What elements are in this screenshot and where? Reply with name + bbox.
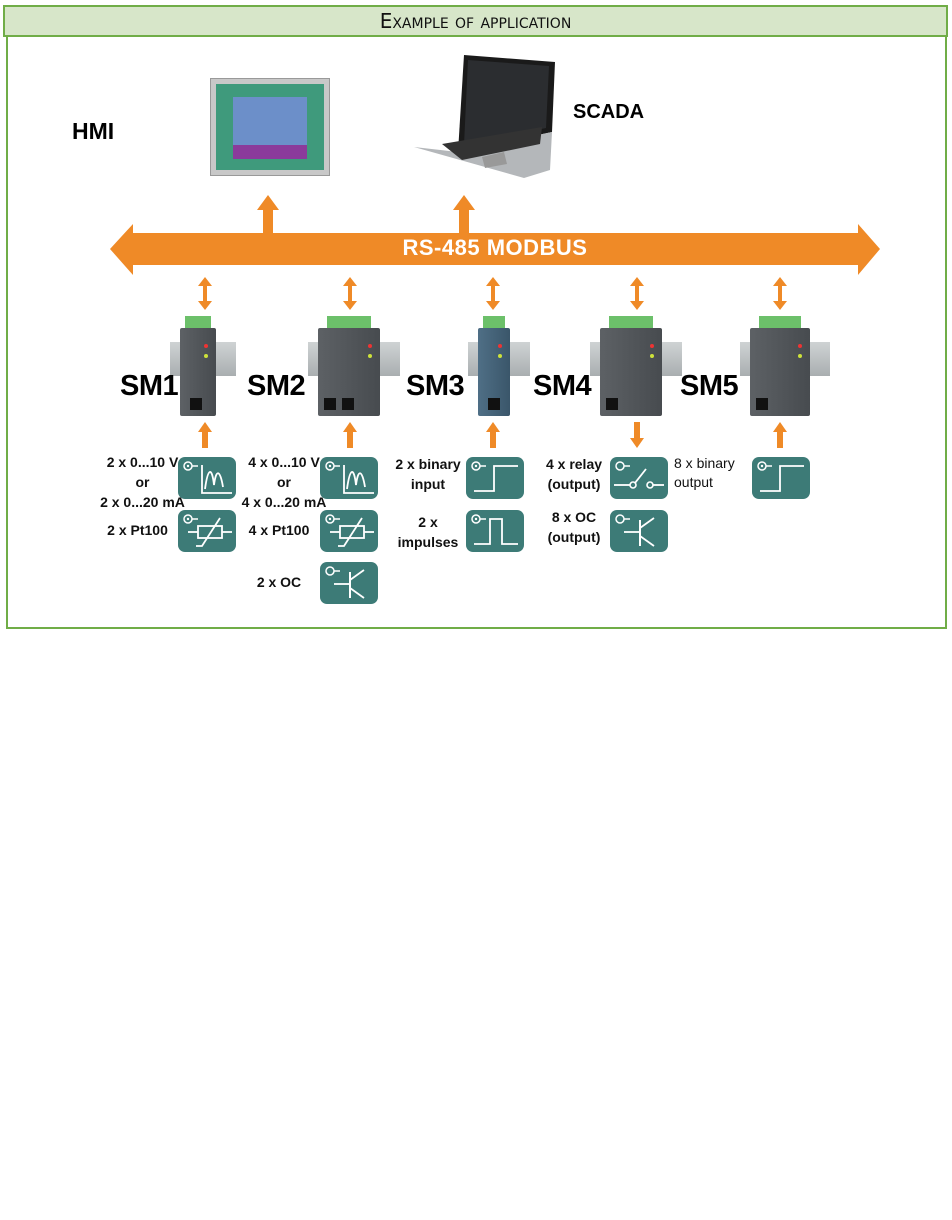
bus-link-arrow-sm2 — [343, 277, 357, 310]
module-name: SM4 — [533, 370, 592, 402]
io-label-line: 4 x Pt100 — [248, 522, 310, 538]
module-name: SM1 — [120, 370, 179, 402]
step-signal-icon — [466, 457, 524, 499]
input-arrow-up — [343, 422, 357, 448]
input-arrow-up — [198, 422, 212, 448]
io-label: 8 x binary output — [674, 454, 754, 492]
io-label: 2 x OC — [236, 572, 322, 592]
io-label-line: input — [410, 476, 446, 492]
io-label: 8 x OC (output) — [536, 507, 612, 547]
laptop-image — [414, 55, 555, 178]
module-name: SM3 — [406, 370, 465, 402]
output-arrow-down — [630, 422, 644, 448]
io-label: 4 x Pt100 — [236, 520, 322, 540]
hmi-up-arrow — [257, 195, 279, 233]
io-label-line: or — [277, 474, 291, 490]
io-label-line: output — [674, 474, 713, 490]
io-label-line: 2 x binary — [395, 456, 461, 472]
io-label: 2 x impulses — [390, 512, 466, 552]
io-label-line: 4 x relay — [545, 456, 603, 472]
bus-link-arrow-sm4 — [630, 277, 644, 310]
diagram-frame — [6, 36, 947, 629]
module-device-sm1 — [180, 316, 216, 416]
io-label-line: (output) — [547, 476, 601, 492]
bus-link-arrow-sm1 — [198, 277, 212, 310]
io-label-line: 8 x binary — [674, 455, 735, 471]
io-label: 2 x Pt100 — [95, 520, 180, 540]
hmi-panel-image — [210, 78, 330, 176]
io-label-line: 2 x Pt100 — [107, 522, 168, 538]
io-label-line: (output) — [547, 529, 601, 545]
io-label: 2 x 0...10 V or 2 x 0...20 mA — [95, 452, 190, 512]
module-device-sm3 — [478, 316, 510, 416]
analog-signal-icon — [320, 457, 378, 499]
io-label: 4 x 0...10 V or 4 x 0...20 mA — [236, 452, 332, 512]
module-device-sm5 — [750, 316, 810, 416]
resistor-icon — [320, 510, 378, 552]
io-label-line: or — [135, 474, 150, 490]
bus-label: RS-485 MODBUS — [402, 235, 588, 260]
io-label-line: 2 x 0...10 V — [106, 454, 179, 470]
module-device-sm2 — [318, 316, 380, 416]
io-label-line: 8 x OC — [551, 509, 597, 525]
pulse-icon — [466, 510, 524, 552]
io-label-line: 4 x 0...10 V — [248, 454, 320, 470]
module-name: SM2 — [247, 370, 306, 402]
input-arrow-up — [773, 422, 787, 448]
io-label: 4 x relay (output) — [536, 454, 612, 494]
hmi-label: HMI — [72, 118, 115, 144]
rs485-bus-arrow — [110, 224, 880, 275]
bus-graphic — [110, 195, 880, 310]
module-device-sm4 — [600, 316, 662, 416]
io-label-line: 2 x 0...20 mA — [100, 494, 185, 510]
io-label-line: 4 x 0...20 mA — [241, 494, 327, 510]
step-signal-icon — [752, 457, 810, 499]
io-label-line: 2 x — [418, 514, 438, 530]
resistor-icon — [178, 510, 236, 552]
analog-signal-icon — [178, 457, 236, 499]
io-label-line: impulses — [397, 534, 459, 550]
bus-link-arrow-sm5 — [773, 277, 787, 310]
bus-link-arrow-sm3 — [486, 277, 500, 310]
io-label-line: 2 x OC — [256, 574, 302, 590]
transistor-icon — [320, 562, 378, 604]
section-header: Example of application — [3, 5, 948, 37]
scada-label: SCADA — [573, 101, 645, 123]
relay-switch-icon — [610, 457, 668, 499]
module-name: SM5 — [680, 370, 739, 402]
input-arrow-up — [486, 422, 500, 448]
scada-up-arrow — [453, 195, 475, 233]
io-label: 2 x binary input — [390, 454, 466, 494]
transistor-icon — [610, 510, 668, 552]
